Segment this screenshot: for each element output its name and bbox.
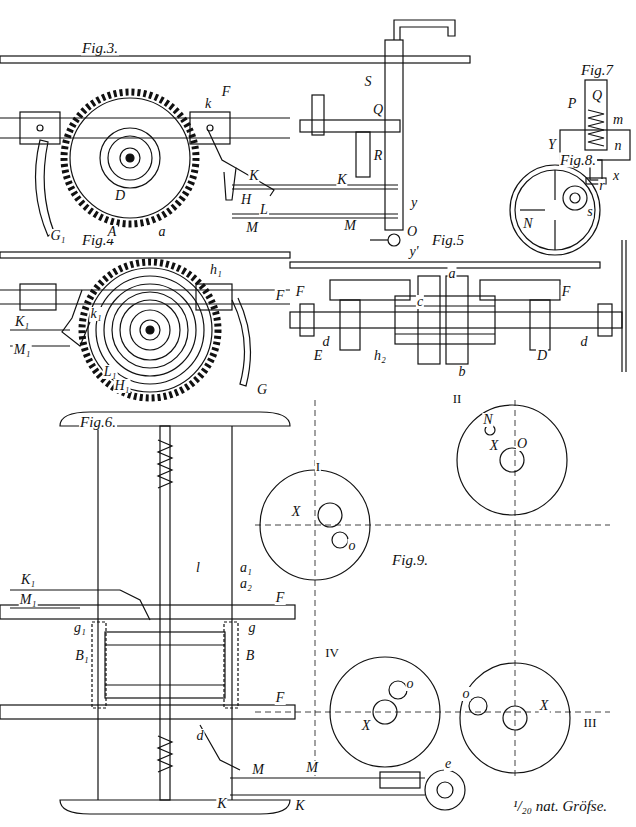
part-letter: O bbox=[516, 437, 528, 451]
part-letter: L₁ bbox=[103, 365, 118, 379]
part-letter: M bbox=[251, 763, 265, 777]
part-letter: R bbox=[373, 149, 384, 163]
part-letter: d bbox=[580, 335, 589, 349]
part-letter: o bbox=[462, 687, 471, 701]
part-letter: e bbox=[444, 757, 452, 771]
figure-caption: Fig.3. bbox=[81, 41, 119, 56]
part-letter: m bbox=[612, 113, 624, 127]
roman-numeral: III bbox=[583, 716, 598, 729]
fig5-drawing bbox=[290, 240, 626, 372]
part-letter: g₁ bbox=[73, 621, 87, 635]
part-letter: F bbox=[295, 285, 306, 299]
part-letter: K bbox=[336, 173, 347, 187]
part-letter: h₁ bbox=[209, 263, 223, 277]
part-letter: Q bbox=[591, 89, 603, 103]
part-letter: d bbox=[196, 729, 205, 743]
figure-caption: Fig.8. bbox=[559, 153, 597, 168]
fig7-drawing bbox=[560, 80, 630, 184]
part-letter: Q bbox=[372, 103, 384, 117]
part-letter: k bbox=[204, 97, 212, 111]
part-letter: B₁ bbox=[74, 649, 89, 663]
fig8-drawing bbox=[510, 165, 600, 255]
part-letter: X bbox=[489, 439, 500, 453]
fig3-drawing bbox=[0, 20, 470, 246]
part-letter: G₁ bbox=[50, 229, 67, 243]
figure-caption: Fig.5 bbox=[431, 233, 465, 248]
part-letter: d bbox=[322, 335, 331, 349]
roman-numeral: IV bbox=[324, 646, 340, 659]
roman-numeral: II bbox=[452, 392, 463, 405]
part-letter: o bbox=[406, 677, 415, 691]
part-letter: n bbox=[614, 139, 623, 153]
part-letter: D bbox=[114, 189, 126, 203]
part-letter: F bbox=[561, 285, 572, 299]
part-letter: Y bbox=[547, 138, 557, 152]
part-letter: M bbox=[245, 221, 259, 235]
part-letter: F bbox=[221, 85, 232, 99]
part-letter: b bbox=[458, 365, 467, 379]
part-letter: K bbox=[216, 797, 227, 811]
part-letter: X bbox=[291, 505, 302, 519]
part-letter: K bbox=[294, 799, 305, 813]
part-letter: E bbox=[313, 349, 324, 363]
part-letter: H₁ bbox=[114, 379, 131, 393]
part-letter: F bbox=[275, 289, 286, 303]
part-letter: X bbox=[539, 699, 550, 713]
part-letter: P bbox=[567, 97, 578, 111]
part-letter: K bbox=[248, 169, 259, 183]
fig6-drawing bbox=[0, 412, 465, 814]
part-letter: k₁ bbox=[89, 307, 102, 321]
part-letter: B bbox=[245, 649, 256, 663]
part-letter: M₁ bbox=[13, 343, 32, 357]
part-letter: x bbox=[612, 169, 620, 183]
part-letter: F bbox=[275, 591, 286, 605]
part-letter: s bbox=[586, 205, 593, 219]
fig9-drawing bbox=[255, 400, 610, 780]
part-letter: c bbox=[416, 295, 424, 309]
part-letter: X bbox=[361, 719, 372, 733]
part-letter: l bbox=[195, 561, 201, 575]
fig4-drawing bbox=[0, 252, 290, 398]
part-letter: a bbox=[448, 267, 457, 281]
part-letter: O bbox=[406, 225, 418, 239]
part-letter: F bbox=[275, 691, 286, 705]
part-letter: K₁ bbox=[14, 315, 30, 329]
figure-caption: ¹/₂₀ nat. Gröfse. bbox=[512, 799, 608, 814]
figure-caption: Fig.9. bbox=[391, 553, 429, 568]
figure-caption: Fig.6. bbox=[79, 415, 117, 430]
part-letter: D bbox=[536, 349, 548, 363]
part-letter: H bbox=[240, 193, 252, 207]
part-letter: h₂ bbox=[373, 349, 387, 363]
part-letter: a₂ bbox=[239, 577, 253, 591]
part-letter: N bbox=[482, 413, 493, 427]
part-letter: M₁ bbox=[19, 593, 38, 607]
part-letter: A bbox=[107, 225, 118, 239]
part-letter: y' bbox=[408, 245, 419, 259]
roman-numeral: I bbox=[315, 460, 321, 473]
part-letter: K₁ bbox=[20, 573, 36, 587]
part-letter: L bbox=[259, 203, 269, 217]
part-letter: a₁ bbox=[239, 561, 253, 575]
part-letter: S bbox=[364, 75, 373, 89]
figure-caption: Fig.7 bbox=[580, 63, 614, 78]
part-letter: M bbox=[305, 761, 319, 775]
part-letter: M bbox=[343, 219, 357, 233]
part-letter: G bbox=[256, 383, 268, 397]
part-letter: g bbox=[248, 621, 257, 635]
part-letter: o bbox=[348, 539, 357, 553]
part-letter: N bbox=[522, 217, 533, 231]
part-letter: y bbox=[410, 196, 418, 210]
part-letter: a bbox=[158, 225, 167, 239]
part-letter: r bbox=[598, 179, 605, 193]
